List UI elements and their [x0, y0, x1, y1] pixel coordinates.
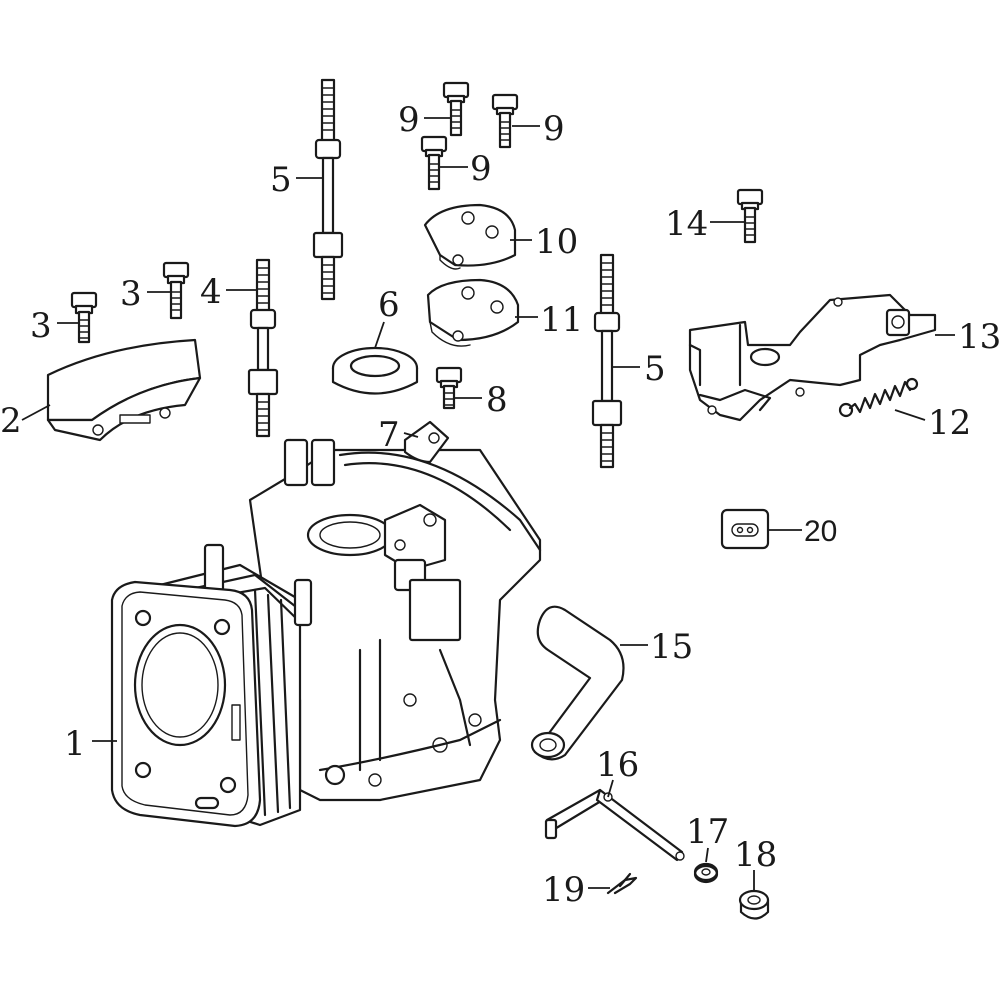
callout-labels: 1 2 3 3 4 5 5 6 7 8 9 9 9 10 11 12 13 14… [0, 100, 1000, 910]
callout-9-right: 9 [543, 109, 565, 149]
cylinder-block [110, 438, 542, 828]
governor-spring [838, 377, 919, 418]
valve-seal-ring [331, 346, 419, 395]
callout-10: 10 [535, 222, 578, 262]
cylinder-stud-left [247, 258, 279, 438]
callout-15: 15 [650, 627, 693, 667]
hair-clip-19 [606, 872, 638, 895]
callout-5-top: 5 [270, 160, 292, 200]
bolt-9-right [491, 93, 519, 149]
bolt-14 [736, 188, 764, 244]
bolt-9-lower [420, 135, 448, 191]
callout-12: 12 [928, 403, 971, 443]
callout-2: 2 [0, 401, 22, 441]
bolt-8 [435, 366, 463, 410]
callout-11: 11 [540, 300, 583, 340]
callout-17: 17 [686, 812, 729, 852]
cover-plate-10 [423, 203, 517, 270]
cover-plate-11 [426, 278, 520, 347]
bushing-18 [738, 889, 770, 920]
bolt-upper [162, 261, 190, 320]
callout-20: 20 [804, 515, 837, 548]
callout-4: 4 [200, 272, 222, 312]
callout-8: 8 [486, 380, 508, 420]
callout-9-top: 9 [398, 100, 420, 140]
cylinder-baffle [46, 338, 202, 442]
callout-1: 1 [64, 724, 86, 764]
stop-lever [544, 788, 685, 862]
cylinder-stud-right [591, 253, 623, 469]
callout-14: 14 [665, 204, 708, 244]
callout-7: 7 [378, 415, 400, 455]
callout-9-lower: 9 [470, 149, 492, 189]
callout-3-upper: 3 [120, 274, 142, 314]
callout-3-left: 3 [30, 306, 52, 346]
callout-18: 18 [734, 835, 777, 875]
callout-13: 13 [958, 317, 1000, 357]
callout-19: 19 [542, 870, 585, 910]
leader-lines [21, 117, 955, 890]
bolt-left [70, 291, 98, 344]
washer-17 [693, 862, 719, 884]
breather-hose [530, 605, 625, 761]
callout-5-right: 5 [644, 349, 666, 389]
lock-plate [403, 420, 450, 464]
bolt-9-top [442, 81, 470, 137]
gasket-20 [720, 508, 770, 550]
cylinder-stud-top [312, 78, 344, 301]
governor-bracket [688, 293, 937, 422]
callout-6: 6 [378, 285, 400, 325]
callout-16: 16 [596, 745, 639, 785]
